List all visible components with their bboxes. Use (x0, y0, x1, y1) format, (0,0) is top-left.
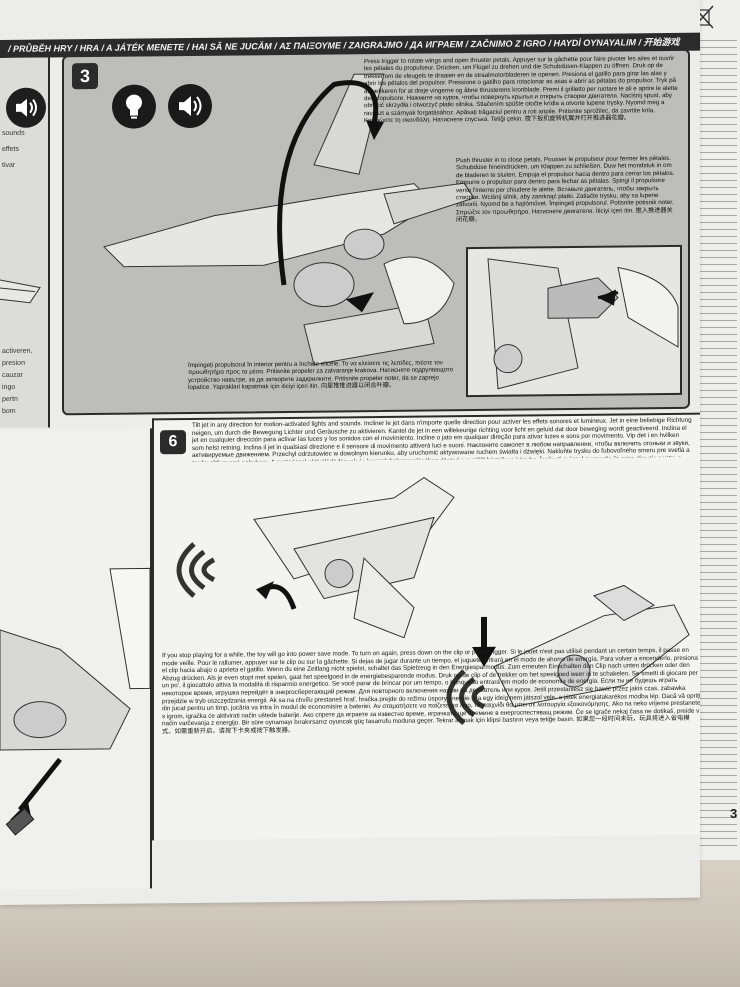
page-number: 3 (730, 806, 738, 821)
jet-illustration-left (0, 277, 41, 304)
thruster-inset (466, 244, 682, 398)
step3-instructions-right: Push thruster in to close petals. Pousse… (456, 154, 675, 224)
left-text-3: activeren, (2, 347, 33, 355)
left-text-7: pertn (2, 395, 18, 403)
speaker-sound-icon (6, 87, 46, 128)
left-text-8: bom (2, 407, 16, 415)
step-3-panel: 3 Pres (62, 48, 690, 416)
step-number: 6 (160, 430, 186, 455)
left-text-0: sounds (2, 129, 25, 137)
jet-illustration-step3 (103, 73, 475, 366)
lower-left-panel (0, 428, 152, 890)
jet-illustration-step6-right (446, 584, 690, 726)
instruction-sheet: / PRŮBĚH HRY / HRA / A JÁTÉK MENETE / HA… (0, 0, 700, 905)
lightbulb-icon (112, 84, 156, 129)
step-6-panel: 6 Tilt jet in any direction for motion-a… (152, 412, 700, 841)
left-text-2: tivar (2, 161, 16, 169)
step3-instructions-bottom: Împingeți propulsorul în interior pentru… (188, 359, 454, 392)
left-step-panel: sounds effets tivar activeren, presion c… (0, 57, 50, 429)
hand-battery-illustration (0, 567, 151, 836)
left-text-6: ingo (2, 383, 16, 391)
left-text-4: presion (2, 359, 25, 367)
left-text-5: cauzar (2, 371, 24, 379)
speaker-sound-icon (168, 83, 212, 129)
jet-illustration-step6 (176, 476, 455, 639)
step6-instructions-bottom: If you stop playing for a while, the toy… (162, 646, 700, 736)
left-text-1: effets (2, 145, 19, 153)
